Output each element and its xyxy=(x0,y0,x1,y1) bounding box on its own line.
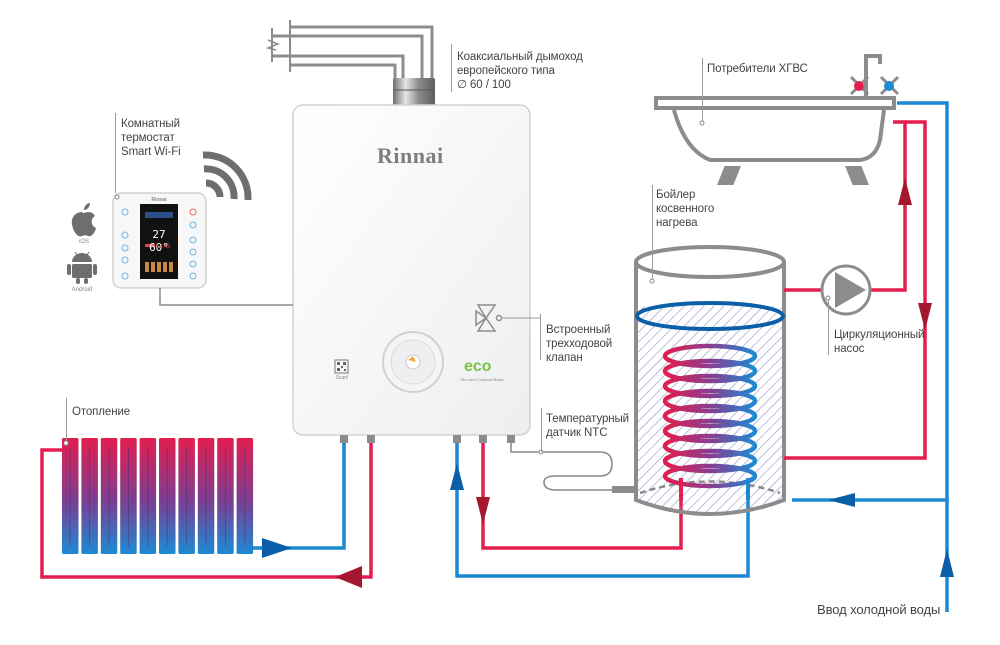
coil-loop xyxy=(662,433,758,459)
label-consumers: Потребители ХГВС xyxy=(707,63,808,75)
leader-valve xyxy=(540,314,541,360)
ntc-sensor-wire xyxy=(510,443,628,491)
leader-tank xyxy=(652,185,653,279)
coil-loop xyxy=(662,448,758,474)
label-thermostat: Комнатный термостат Smart Wi-Fi xyxy=(121,118,181,158)
wifi-icon xyxy=(202,151,252,201)
thermostat-display-secondary: 12:45 xyxy=(155,244,171,250)
leader-flue xyxy=(451,44,452,92)
three-way-valve-icon xyxy=(475,304,503,332)
thermostat-buttons xyxy=(121,208,197,280)
apple-icon xyxy=(71,203,96,237)
tank-circuit xyxy=(455,443,750,578)
boiler-connectors xyxy=(340,435,515,443)
eco-subtitle: Slim and Compact Boiler xyxy=(460,377,505,382)
leader-ntc xyxy=(541,408,542,452)
storage-tank xyxy=(634,245,786,516)
coil-loop xyxy=(662,403,758,429)
coil-loop xyxy=(662,388,758,414)
hot-tap-icon xyxy=(849,75,870,96)
cold-tap-icon xyxy=(879,75,900,96)
return-arrow xyxy=(262,538,292,558)
leader-thermostat xyxy=(115,113,116,193)
coil-loop xyxy=(662,463,758,489)
qr-code xyxy=(334,359,349,374)
dhw-circuit xyxy=(784,101,949,612)
android-icon xyxy=(67,251,97,284)
chimney-collar xyxy=(393,78,435,108)
boiler-body xyxy=(292,104,531,436)
ios-label: iOS xyxy=(78,239,89,245)
label-flue: Коаксиальный дымоход европейского типа ∅… xyxy=(457,51,583,91)
label-valve: Встроенный трехходовой клапан xyxy=(546,324,613,364)
coil-loop xyxy=(662,358,758,384)
thermostat-brand: Rinnai xyxy=(151,197,167,203)
flue-pipes xyxy=(265,20,434,82)
circulation-pump-icon xyxy=(820,264,872,316)
heating-coil xyxy=(662,343,758,500)
android-label: Android xyxy=(71,287,93,293)
supply-arrow xyxy=(335,566,362,588)
boiler-brand-logo: Rinnai xyxy=(377,143,444,168)
leader-heating xyxy=(66,398,67,442)
label-pump: Циркуляционный насос xyxy=(834,329,925,355)
bathtub-icon xyxy=(654,54,896,185)
label-cold-inlet: Ввод холодной воды xyxy=(817,602,941,617)
coil-loop xyxy=(662,418,758,444)
leader-pump xyxy=(828,300,829,355)
coil-loop xyxy=(662,343,758,369)
label-tank: Бойлер косвенного нагрева xyxy=(656,189,715,229)
label-ntc: Температурный датчик NTC xyxy=(546,413,629,439)
qr-caption: Scan! xyxy=(335,375,349,381)
coil-loop xyxy=(662,373,758,399)
label-heating: Отопление xyxy=(72,406,131,418)
leader-consumers xyxy=(702,58,703,121)
thermostat-display-value: 27 60° xyxy=(149,228,169,254)
eco-logo: eco xyxy=(464,358,492,375)
radiator xyxy=(62,438,254,554)
